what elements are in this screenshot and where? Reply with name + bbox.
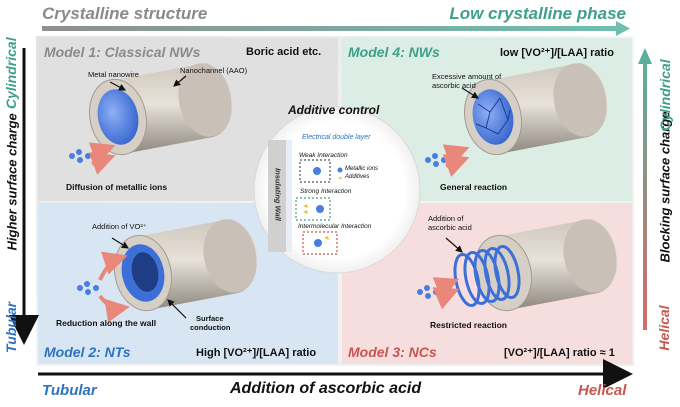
model4-caption: General reaction	[440, 182, 508, 192]
right-axis-title: Blocking surface charge	[657, 111, 673, 263]
model2-ratio-label: High [VO²⁺]/[LAA] ratio	[196, 347, 317, 359]
model4-nanochannel-tube	[463, 63, 608, 156]
left-axis-title: Higher surface charge	[4, 113, 20, 251]
model2-title: Model 2: NTs	[44, 344, 131, 360]
model2-ions	[77, 281, 99, 295]
model3-caption: Restricted reaction	[430, 320, 507, 330]
bottom-axis-left-label: Tubular	[42, 382, 97, 399]
top-axis-left-label: Crystalline structure	[42, 4, 208, 23]
legend-additive-icon	[338, 176, 342, 180]
model4-label-excess-2: ascorbic acid	[432, 81, 476, 90]
model3-ratio-label: [VO²⁺]/[LAA] ratio ≈ 1	[504, 347, 615, 359]
model3-title: Model 3: NCs	[348, 344, 437, 360]
model3-nanochannel-tube	[473, 219, 618, 312]
model4-ratio-label: low [VO²⁺]/[LAA] ratio	[500, 47, 614, 59]
right-axis-top-label: Cylindrical	[657, 59, 673, 131]
center-wall-label: Insulating Wall	[273, 168, 283, 221]
insulating-wall	[268, 140, 286, 252]
strong-interaction-box	[295, 197, 331, 221]
model2-label-addition: Addition of VO²⁺	[92, 222, 147, 231]
bottom-axis-right-label: Helical	[578, 382, 627, 399]
center-circle	[253, 106, 421, 274]
model1-label-nanowire: Metal nanowire	[88, 70, 139, 79]
weak-interaction-box	[299, 159, 331, 183]
center-legend-ions: Metallic ions	[345, 166, 379, 172]
model3-helical-coil	[453, 244, 521, 308]
model2-nanochannel-tube	[113, 219, 258, 312]
model1-label-nanochannel: Nanochannel (AAO)	[180, 66, 248, 75]
model2-label-surface-2: conduction	[190, 323, 231, 332]
bottom-axis-center-label: Addition of ascorbic acid	[230, 380, 422, 397]
model4-title: Model 4: NWs	[348, 44, 440, 60]
intermolecular-interaction-box	[302, 231, 338, 255]
model1-title: Model 1: Classical NWs	[44, 44, 201, 60]
model1-subtitle: Boric acid etc.	[246, 46, 322, 58]
left-axis-bottom-label: Tubular	[3, 301, 19, 353]
center-double-layer: Electrical double layer	[302, 134, 371, 141]
model3-label-addition-1: Addition of	[428, 214, 464, 223]
center-weak-interaction: Weak Interaction	[299, 152, 348, 159]
left-axis-top-label: Cylindrical	[3, 37, 19, 109]
right-axis-arrow	[643, 62, 647, 330]
center-legend-additives: Additives	[345, 174, 370, 180]
model1-nanochannel-tube	[88, 63, 233, 156]
center-strong-interaction: Strong Interaction	[300, 188, 352, 195]
model3-label-addition-2: ascorbic acid	[428, 223, 472, 232]
model1-caption: Diffusion of metallic ions	[66, 182, 168, 192]
model4-label-excess-1: Excessive amount of	[432, 72, 502, 81]
model2-label-surface-1: Surface	[196, 314, 224, 323]
center-title: Additive control	[288, 103, 380, 117]
right-axis-bottom-label: Helical	[656, 305, 672, 351]
model2-caption: Reduction along the wall	[56, 318, 157, 328]
center-intermolecular-interaction: Intermolecular Interaction	[298, 223, 372, 230]
top-axis-right-label: Low crystalline phase	[449, 4, 626, 23]
legend-ion-icon	[337, 167, 343, 173]
